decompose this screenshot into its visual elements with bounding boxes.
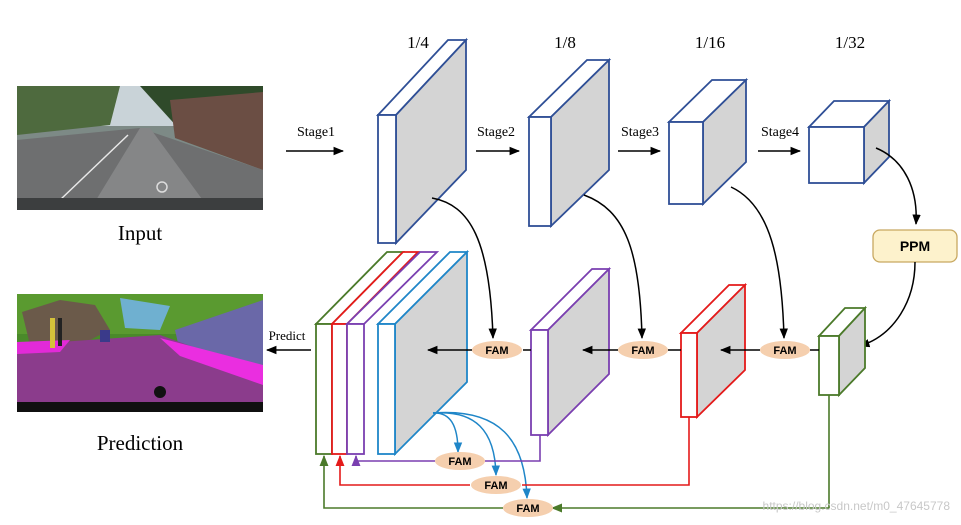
lateral-1-4-arrow <box>431 197 497 340</box>
ppm-out-arrow <box>858 261 916 348</box>
stage2-label: Stage2 <box>477 125 515 140</box>
scale-label-1-32: 1/32 <box>835 33 865 52</box>
encoder-block-1-16 <box>666 77 749 207</box>
lateral-1-8-arrow <box>583 194 646 340</box>
fam-node-1 <box>472 341 522 359</box>
watermark: https://blog.csdn.net/m0_47645778 <box>763 499 951 513</box>
purple-path-in <box>485 435 541 462</box>
fam-node-6-label: FAM <box>516 503 539 515</box>
fused-feature-stack <box>313 249 470 457</box>
stage3-label: Stage3 <box>621 125 659 140</box>
fam-node-5 <box>471 476 521 494</box>
input-label: Input <box>118 221 162 245</box>
stage1-label: Stage1 <box>297 125 335 140</box>
lateral-1-16-arrow <box>730 186 788 340</box>
fam-node-3-label: FAM <box>773 345 796 357</box>
ppm-label: PPM <box>900 238 930 254</box>
fam-node-1-label: FAM <box>485 345 508 357</box>
red-path-in <box>522 417 690 486</box>
decoder-block-purple <box>528 266 612 438</box>
scale-label-1-16: 1/16 <box>695 33 725 52</box>
fam-node-5-label: FAM <box>484 480 507 492</box>
fam-node-4-label: FAM <box>448 456 471 468</box>
green-path-in <box>553 395 830 509</box>
input-image <box>17 86 263 210</box>
to-ppm-arrow <box>875 147 921 226</box>
fam-node-6 <box>503 499 553 517</box>
fam-node-2-label: FAM <box>631 345 654 357</box>
encoder-block-1-32 <box>806 98 892 186</box>
decoder-block-red <box>678 282 748 420</box>
cyan-arrow-3 <box>432 411 531 500</box>
scale-label-1-4: 1/4 <box>407 33 429 52</box>
cyan-arrow-1 <box>432 412 463 454</box>
fam-node-4 <box>435 452 485 470</box>
purple-path-out <box>351 454 435 467</box>
prediction-label: Prediction <box>97 431 184 455</box>
decoder-block-green <box>816 305 868 398</box>
prediction-image <box>17 294 263 412</box>
encoder-block-1-4 <box>375 37 469 246</box>
fam-node-3 <box>760 341 810 359</box>
red-path-out <box>335 454 470 486</box>
green-path-out <box>319 454 503 509</box>
fam-node-2 <box>618 341 668 359</box>
scale-label-1-8: 1/8 <box>554 33 576 52</box>
encoder-block-1-8 <box>526 57 612 229</box>
predict-label: Predict <box>269 328 306 343</box>
stage4-label: Stage4 <box>761 125 799 140</box>
